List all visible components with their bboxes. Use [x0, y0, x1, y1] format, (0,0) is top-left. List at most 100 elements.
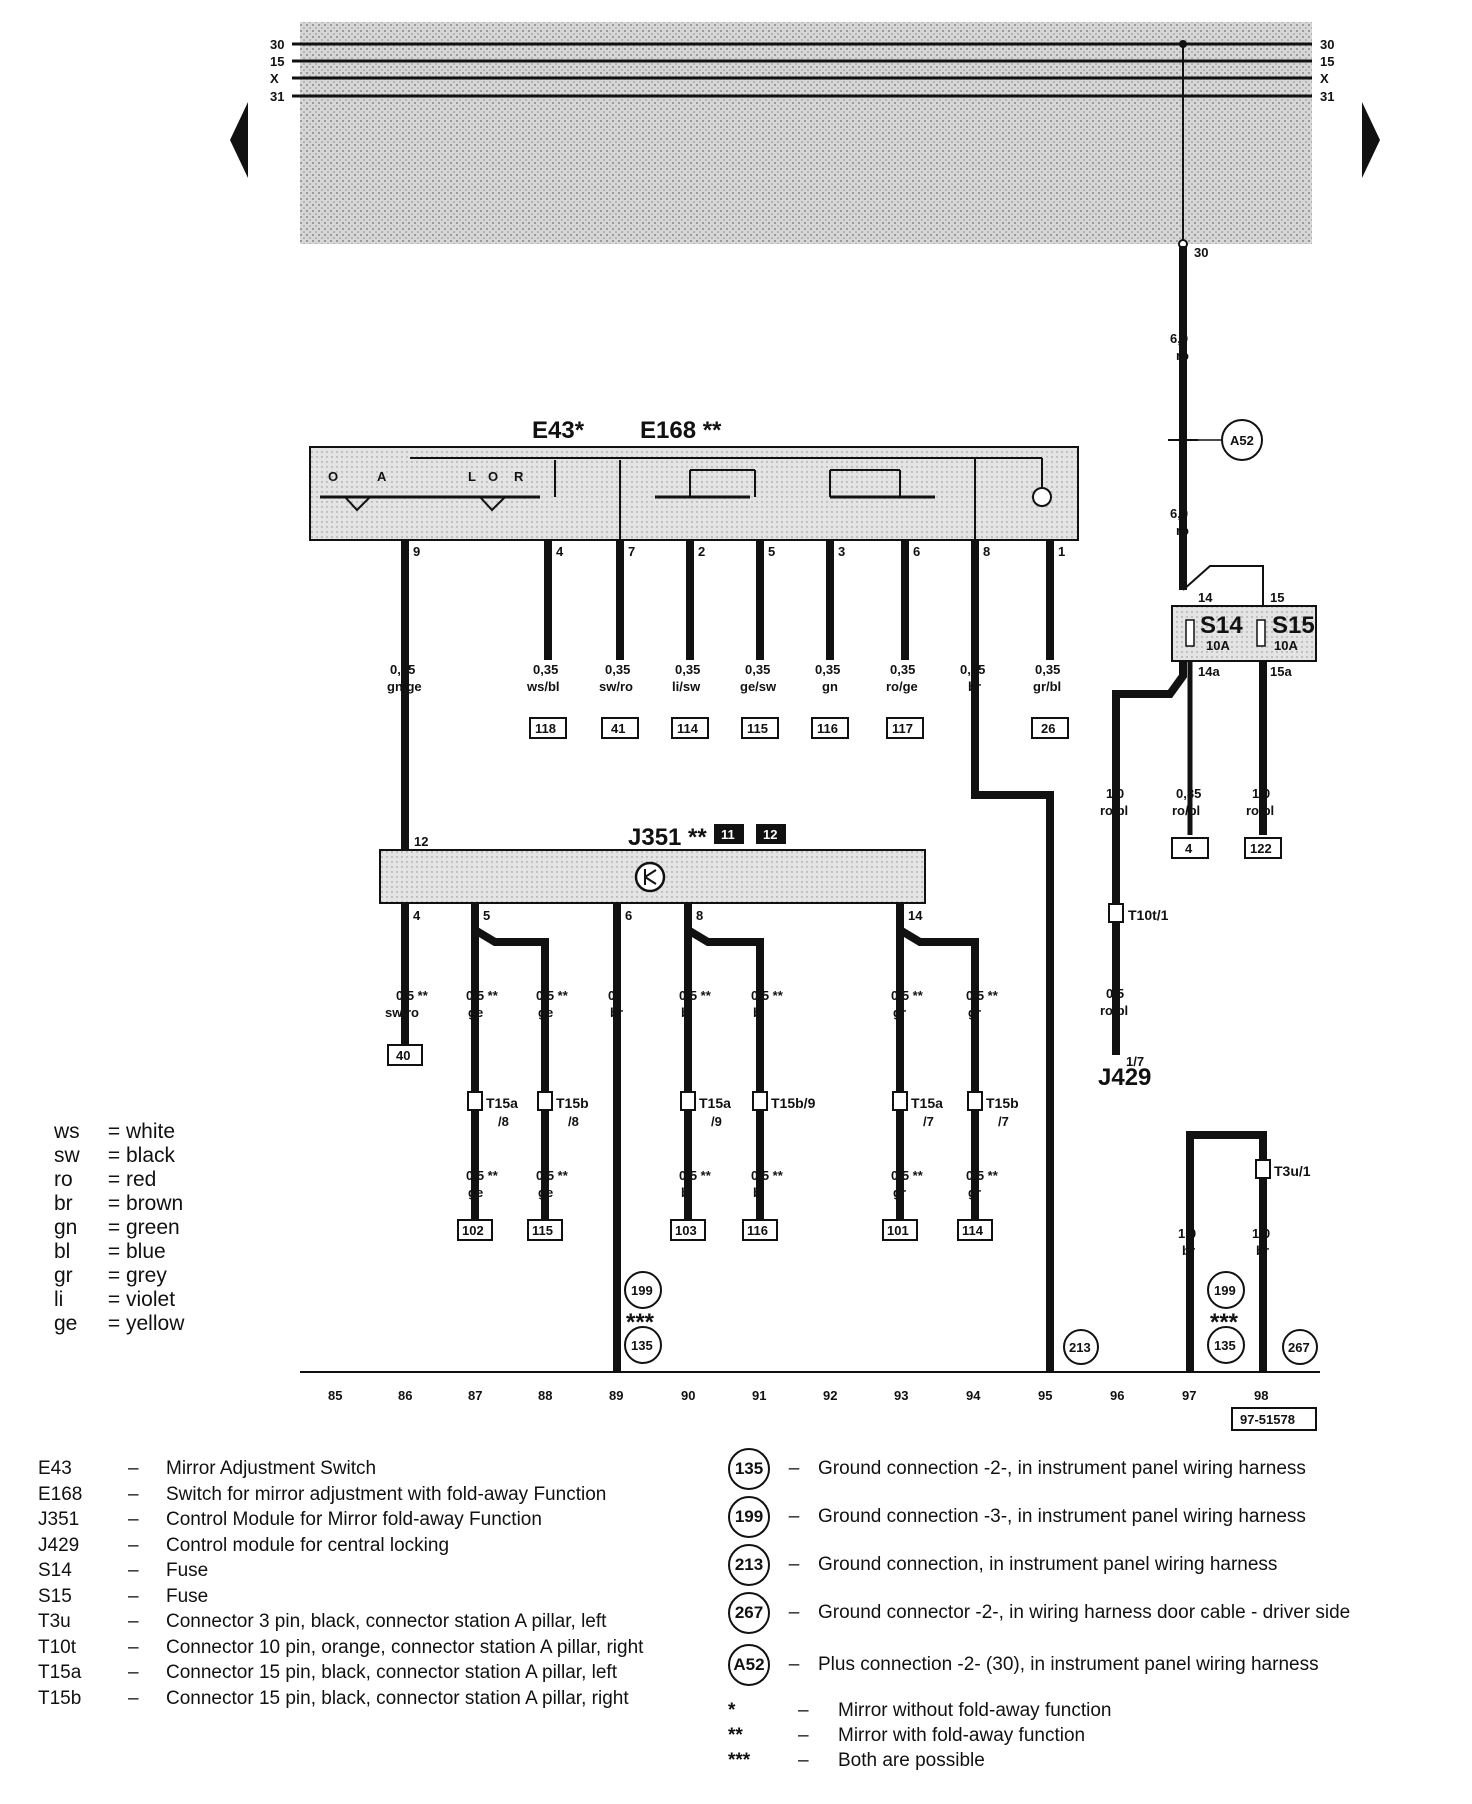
ground-135-text: 135 [631, 1338, 653, 1353]
switch-wire-color-6: gn [822, 679, 838, 694]
switch-pin-4: 4 [556, 544, 564, 559]
j351-ref-11-box [714, 824, 744, 844]
t15-conn-2: T15b [556, 1095, 589, 1111]
fuse-s14-body [1185, 619, 1195, 647]
t15-ref-116: 116 [747, 1223, 768, 1238]
j429-pin: 1/7 [1126, 1054, 1144, 1069]
ground-badge: A52 [728, 1644, 770, 1686]
switch-wire-size-9: 0,35 [1035, 662, 1060, 677]
bus-label-x-left: X [270, 71, 279, 86]
j351-ref-40: 40 [396, 1048, 410, 1063]
fuse-wire-2-ref-box [1171, 837, 1209, 859]
t15-wire-color-2: ge [538, 1185, 553, 1200]
j351-out-pin-14: 14 [908, 908, 923, 923]
fuse-s15-out-pin: 15a [1270, 664, 1292, 679]
t15-conn-pin-1: /8 [498, 1114, 509, 1129]
switch-wire-size-6: 0,35 [815, 662, 840, 677]
ground-267-mark [1282, 1329, 1318, 1365]
t15-wire-size-3: 0,5 ** [679, 1168, 712, 1183]
supply-wire-size-2: 6,0 [1170, 506, 1188, 521]
fuse-wire-1-color: ro/bl [1100, 803, 1128, 818]
t15-conn-pin-6: /7 [998, 1114, 1009, 1129]
ground-badge: 199 [728, 1496, 770, 1538]
fuse-s14-out-pin: 14a [1198, 664, 1220, 679]
switch-pin-6: 6 [913, 544, 920, 559]
ground-213-mark [1063, 1329, 1099, 1365]
indicator-lamp-icon [1032, 487, 1052, 507]
t3u-left-color: br [1182, 1243, 1195, 1258]
switch-wire-size-5: 0,35 [745, 662, 770, 677]
drawing-id: 97-51578 [1240, 1412, 1295, 1427]
track-97: 97 [1182, 1388, 1196, 1403]
t15-conn-4: T15b/9 [771, 1095, 816, 1111]
t15-wire-size-4: 0,5 ** [751, 1168, 784, 1183]
j351-wire-color-7: gr [893, 1005, 906, 1020]
j351-wire-color-8: gr [968, 1005, 981, 1020]
component-row: S15–Fuse [38, 1585, 209, 1607]
switch-wire-color-9: gr/bl [1033, 679, 1061, 694]
t3u-label: T3u/1 [1274, 1163, 1311, 1179]
j351-ref-11: 11 [721, 827, 735, 842]
arrow-left-icon[interactable] [230, 102, 248, 178]
j351-wire-color-1: sw/ro [385, 1005, 419, 1020]
a52-label: A52 [1230, 433, 1254, 448]
j351-ref-40-box [387, 1044, 423, 1066]
ground-row: 267–Ground connector -2-, in wiring harn… [728, 1592, 1398, 1634]
switch-wire-color-3: sw/ro [599, 679, 633, 694]
t15-ref-115: 115 [532, 1223, 553, 1238]
j351-wire-size-1: 0,5 ** [396, 988, 429, 1003]
notes-legend: *–Mirror without fold-away function **–M… [728, 1700, 1112, 1775]
note-row: ***–Both are possible [728, 1750, 985, 1771]
supply-wire-size-1: 6,0 [1170, 331, 1188, 346]
switch-letter-o2: O [488, 469, 498, 484]
fuse-s14-in-pin: 14 [1198, 590, 1213, 605]
switch-wire-color-1: gn/ge [387, 679, 422, 694]
legend-row: sw=black [54, 1144, 176, 1167]
legend-row: ge=yellow [54, 1312, 185, 1335]
track-92: 92 [823, 1388, 837, 1403]
j351-wire-size-8: 0,5 ** [966, 988, 999, 1003]
j351-wire-size-3: 0,5 ** [536, 988, 569, 1003]
switch-letter-l: L [468, 469, 476, 484]
t15-wire-size-2: 0,5 ** [536, 1168, 569, 1183]
e43-label: E43* [532, 417, 585, 444]
t15-conn-1: T15a [486, 1095, 518, 1111]
track-89: 89 [609, 1388, 623, 1403]
component-row: T3u–Connector 3 pin, black, connector st… [38, 1611, 607, 1632]
switch-wire-size-7: 0,35 [890, 662, 915, 677]
fuse-s15-body [1256, 619, 1266, 647]
t15-ref-101: 101 [887, 1223, 909, 1238]
track-85: 85 [328, 1388, 342, 1403]
component-row: J429–Control module for central locking [38, 1534, 450, 1556]
note-row: **–Mirror with fold-away function [728, 1725, 1086, 1746]
bus-label-31-left: 31 [270, 89, 284, 104]
component-row: T15a–Connector 15 pin, black, connector … [38, 1662, 617, 1683]
switch-wire-size-8: 0,35 [960, 662, 985, 677]
j351-wire-size-6: 0,5 ** [751, 988, 784, 1003]
fuse-s14-rating: 10A [1206, 638, 1230, 653]
track-98: 98 [1254, 1388, 1268, 1403]
bus-label-x-right: X [1320, 71, 1329, 86]
j351-label: J351 ** [628, 824, 707, 851]
drawing-id-box [1231, 1407, 1317, 1431]
ground-199-mark-2 [1207, 1271, 1245, 1309]
t15-wire-color-3: bl [681, 1185, 693, 1200]
switch-ref-41: 41 [611, 721, 625, 736]
fuse-s15-rating: 10A [1274, 638, 1298, 653]
bus-label-30-left: 30 [270, 37, 284, 52]
switch-letter-o: O [328, 469, 338, 484]
fuse-wire-3-ref-box [1244, 837, 1282, 859]
j351-wire-color-2: ge [468, 1005, 483, 1020]
track-95: 95 [1038, 1388, 1052, 1403]
arrow-right-icon[interactable] [1362, 102, 1380, 178]
t15-wire-color-6: gr [968, 1185, 981, 1200]
j351-in-pin: 12 [414, 834, 428, 849]
supply-wire-color-2: ro [1176, 523, 1189, 538]
t15-connectors: T15a /8 T15b /8 T15a /9 T15b/9 T15a /7 T… [467, 1091, 1019, 1129]
switch-wire-color-8: br [968, 679, 981, 694]
a52-mark [1221, 419, 1263, 461]
component-row: J351–Control Module for Mirror fold-away… [38, 1509, 542, 1530]
component-row: T10t–Connector 10 pin, orange, connector… [38, 1636, 644, 1658]
j351-wire-size-7: 0,5 ** [891, 988, 924, 1003]
t15-ref-102: 102 [462, 1223, 484, 1238]
